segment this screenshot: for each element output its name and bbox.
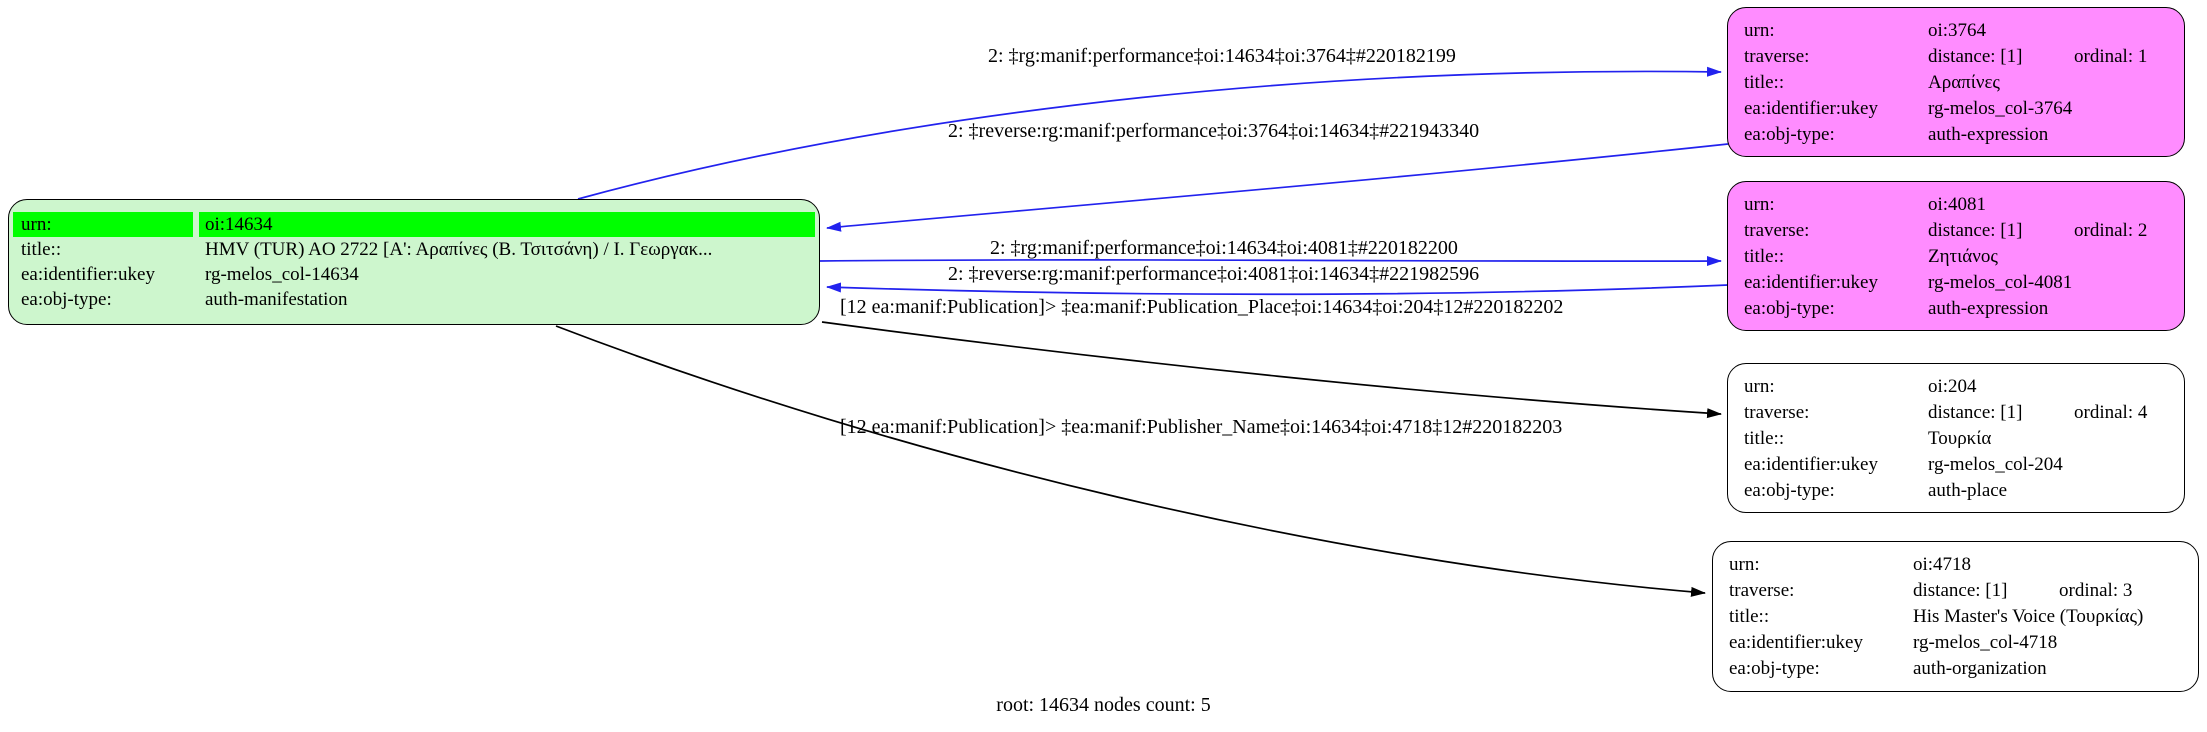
field-value-ukey: rg-melos_col-4718 bbox=[1913, 632, 2058, 653]
node-oi-3764[interactable]: urn: oi:3764 traverse: distance: [1] ordi… bbox=[1727, 7, 2185, 157]
field-key-ukey: ea:identifier:ukey bbox=[1744, 454, 1878, 475]
traverse-ordinal: ordinal: 4 bbox=[2074, 402, 2148, 423]
field-key-urn: urn: bbox=[1744, 20, 1775, 41]
traverse-ordinal: ordinal: 2 bbox=[2074, 220, 2148, 241]
node-row-urn: urn: oi:14634 bbox=[13, 212, 815, 237]
traverse-ordinal: ordinal: 1 bbox=[2074, 46, 2148, 67]
edge-publication-place-204-line bbox=[821, 321, 1722, 419]
field-key-traverse: traverse: bbox=[1729, 580, 1795, 601]
traverse-distance: distance: [1] bbox=[1928, 46, 2023, 67]
node-row-traverse: traverse: distance: [1] ordinal: 3 bbox=[1719, 578, 2192, 604]
field-key-ukey: ea:identifier:ukey bbox=[1729, 632, 1863, 653]
field-value-urn: oi:3764 bbox=[1928, 20, 1987, 41]
node-row-objtype: ea:obj-type: auth-expression bbox=[1734, 296, 2178, 322]
field-key-title: title:: bbox=[1729, 606, 1770, 627]
node-row-traverse: traverse: distance: [1] ordinal: 1 bbox=[1734, 44, 2178, 70]
field-key-objtype: ea:obj-type: bbox=[1744, 124, 1835, 145]
field-key-traverse: traverse: bbox=[1744, 46, 1810, 67]
edge-label-publisher-name-4718: [12 ea:manif:Publication]> ‡ea:manif:Pub… bbox=[840, 416, 1563, 438]
node-row-urn: urn: oi:204 bbox=[1734, 374, 2178, 400]
node-root-oi-14634[interactable]: urn: oi:14634 title:: HMV (TUR) AO 2722 … bbox=[8, 199, 820, 325]
node-row-objtype: ea:obj-type: auth-expression bbox=[1734, 122, 2178, 148]
field-value-ukey: rg-melos_col-3764 bbox=[1928, 98, 2073, 119]
node-row-ukey: ea:identifier:ukey rg-melos_col-3764 bbox=[1734, 96, 2178, 122]
field-key-ukey: ea:identifier:ukey bbox=[1744, 272, 1878, 293]
node-row-title: title:: HMV (TUR) AO 2722 [Α': Αραπίνες … bbox=[13, 237, 815, 262]
edge-reverse-performance-3764-line bbox=[826, 143, 1729, 232]
field-value-objtype: auth-place bbox=[1928, 480, 2008, 501]
field-value-urn: oi:4718 bbox=[1913, 554, 1972, 575]
field-value-traverse: distance: [1] ordinal: 1 bbox=[1922, 44, 2178, 70]
field-value-traverse: distance: [1] ordinal: 3 bbox=[1907, 578, 2192, 604]
edge-label-reverse-performance-3764: 2: ‡reverse:rg:manif:performance‡oi:3764… bbox=[948, 120, 1480, 142]
node-oi-204[interactable]: urn: oi:204 traverse: distance: [1] ordin… bbox=[1727, 363, 2185, 513]
field-key-objtype: ea:obj-type: bbox=[21, 289, 112, 310]
field-value-traverse: distance: [1] ordinal: 4 bbox=[1922, 400, 2178, 426]
edge-label-performance-4081: 2: ‡rg:manif:performance‡oi:14634‡oi:408… bbox=[990, 237, 1458, 259]
field-key-objtype: ea:obj-type: bbox=[1729, 658, 1820, 679]
field-key-title: title:: bbox=[1744, 428, 1785, 449]
edge-label-performance-3764: 2: ‡rg:manif:performance‡oi:14634‡oi:376… bbox=[988, 45, 1456, 67]
edge-performance-4081-line bbox=[819, 256, 1722, 267]
node-row-urn: urn: oi:3764 bbox=[1734, 18, 2178, 44]
field-value-title: HMV (TUR) AO 2722 [Α': Αραπίνες (Β. Τσιτ… bbox=[205, 239, 713, 260]
field-key-title: title:: bbox=[1744, 72, 1785, 93]
edge-label-publication-place-204: [12 ea:manif:Publication]> ‡ea:manif:Pub… bbox=[840, 296, 1564, 318]
node-row-traverse: traverse: distance: [1] ordinal: 4 bbox=[1734, 400, 2178, 426]
node-row-objtype: ea:obj-type: auth-manifestation bbox=[13, 287, 815, 312]
node-row-objtype: ea:obj-type: auth-place bbox=[1734, 478, 2178, 504]
edge-reverse-performance-4081-line bbox=[826, 282, 1729, 296]
field-value-objtype: auth-expression bbox=[1928, 298, 2049, 319]
field-value-ukey: rg-melos_col-4081 bbox=[1928, 272, 2073, 293]
field-key-title: title:: bbox=[21, 239, 62, 260]
field-value-objtype: auth-expression bbox=[1928, 124, 2049, 145]
field-value-ukey: rg-melos_col-14634 bbox=[205, 264, 359, 285]
node-oi-4081[interactable]: urn: oi:4081 traverse: distance: [1] ordi… bbox=[1727, 181, 2185, 331]
node-row-title: title:: Αραπίνες bbox=[1734, 70, 2178, 96]
field-key-urn: urn: bbox=[1744, 376, 1775, 397]
field-value-ukey: rg-melos_col-204 bbox=[1928, 454, 2063, 475]
field-key-traverse: traverse: bbox=[1744, 220, 1810, 241]
field-value-urn: oi:4081 bbox=[1928, 194, 1987, 215]
field-key-objtype: ea:obj-type: bbox=[1744, 480, 1835, 501]
field-key-ukey: ea:identifier:ukey bbox=[21, 264, 155, 285]
edge-label-reverse-performance-4081: 2: ‡reverse:rg:manif:performance‡oi:4081… bbox=[948, 263, 1480, 285]
field-key-urn: urn: bbox=[1744, 194, 1775, 215]
traverse-distance: distance: [1] bbox=[1928, 402, 2023, 423]
node-row-ukey: ea:identifier:ukey rg-melos_col-4081 bbox=[1734, 270, 2178, 296]
edge-publisher-name-4718-line bbox=[555, 325, 1706, 597]
field-value-objtype: auth-organization bbox=[1913, 658, 2047, 679]
traverse-distance: distance: [1] bbox=[1913, 580, 2008, 601]
traverse-ordinal: ordinal: 3 bbox=[2059, 580, 2133, 601]
field-key-ukey: ea:identifier:ukey bbox=[1744, 98, 1878, 119]
node-row-objtype: ea:obj-type: auth-organization bbox=[1719, 656, 2192, 682]
root-summary: root: 14634 nodes count: 5 bbox=[996, 694, 1211, 716]
field-value-title: Ζητιάνος bbox=[1928, 246, 1998, 267]
field-key-urn: urn: bbox=[1729, 554, 1760, 575]
field-value-urn: oi:204 bbox=[1928, 376, 1977, 397]
traverse-distance: distance: [1] bbox=[1928, 220, 2023, 241]
node-row-traverse: traverse: distance: [1] ordinal: 2 bbox=[1734, 218, 2178, 244]
field-key-title: title:: bbox=[1744, 246, 1785, 267]
field-value-traverse: distance: [1] ordinal: 2 bbox=[1922, 218, 2178, 244]
node-row-urn: urn: oi:4718 bbox=[1719, 552, 2192, 578]
field-key-traverse: traverse: bbox=[1744, 402, 1810, 423]
node-row-title: title:: Τουρκία bbox=[1734, 426, 2178, 452]
node-row-title: title:: His Master's Voice (Τουρκίας) bbox=[1719, 604, 2192, 630]
field-key-urn: urn: bbox=[13, 212, 193, 237]
node-row-ukey: ea:identifier:ukey rg-melos_col-4718 bbox=[1719, 630, 2192, 656]
node-row-title: title:: Ζητιάνος bbox=[1734, 244, 2178, 270]
field-value-urn: oi:14634 bbox=[199, 212, 815, 237]
field-value-objtype: auth-manifestation bbox=[205, 289, 348, 310]
field-key-objtype: ea:obj-type: bbox=[1744, 298, 1835, 319]
node-row-urn: urn: oi:4081 bbox=[1734, 192, 2178, 218]
field-value-title: His Master's Voice (Τουρκίας) bbox=[1913, 606, 2144, 627]
node-row-ukey: ea:identifier:ukey rg-melos_col-14634 bbox=[13, 262, 815, 287]
field-value-title: Τουρκία bbox=[1928, 428, 1992, 449]
node-oi-4718[interactable]: urn: oi:4718 traverse: distance: [1] ordi… bbox=[1712, 541, 2199, 692]
field-value-title: Αραπίνες bbox=[1928, 72, 2000, 93]
node-row-ukey: ea:identifier:ukey rg-melos_col-204 bbox=[1734, 452, 2178, 478]
